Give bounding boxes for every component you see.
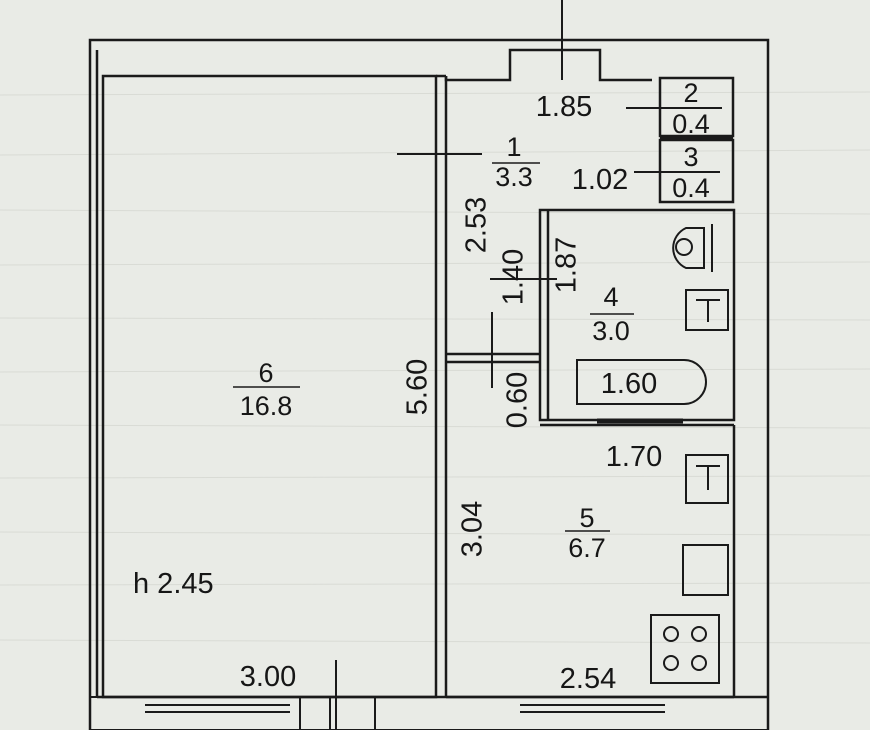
room-number: 5 bbox=[579, 503, 594, 533]
toilet-icon bbox=[672, 224, 713, 272]
bathtub-icon bbox=[576, 359, 707, 405]
ceiling-height-label: h 2.45 bbox=[133, 568, 214, 600]
room-area: 3.0 bbox=[592, 316, 630, 346]
dim-hall-width: 1.85 bbox=[536, 91, 592, 123]
dim-kitchen-length: 3.04 bbox=[457, 501, 489, 557]
sink-icon bbox=[685, 454, 729, 504]
room-area: 16.8 bbox=[240, 391, 293, 421]
room-area: 0.4 bbox=[672, 173, 710, 203]
dimension-labels: 1.85 1.02 2.53 1.87 1.40 0.60 5.60 1.60 … bbox=[133, 91, 662, 695]
dim-hall-lower: 1.40 bbox=[498, 249, 530, 305]
dim-kitchen-width-top: 1.70 bbox=[606, 441, 662, 473]
room-number: 3 bbox=[683, 142, 698, 172]
room-area: 3.3 bbox=[495, 162, 533, 192]
fixtures bbox=[576, 224, 729, 684]
dim-room-width: 3.00 bbox=[240, 661, 296, 693]
dim-tub-length: 1.60 bbox=[601, 368, 657, 400]
room-area: 0.4 bbox=[672, 109, 710, 139]
windows bbox=[89, 696, 769, 730]
stove-icon bbox=[650, 614, 720, 684]
dim-corridor-gap: 0.60 bbox=[502, 372, 534, 428]
room-number: 2 bbox=[683, 78, 698, 108]
washbasin-icon bbox=[685, 289, 729, 331]
room-area: 6.7 bbox=[568, 533, 606, 563]
dim-hall-length: 2.53 bbox=[461, 197, 493, 253]
room-number: 1 bbox=[506, 132, 521, 162]
room-number: 6 bbox=[258, 358, 273, 388]
room-labels: 1 3.3 2 0.4 3 0.4 4 3.0 5 6.7 6 16.8 bbox=[233, 78, 710, 563]
dim-bath-length: 1.87 bbox=[551, 237, 583, 293]
dim-closet-width: 1.02 bbox=[572, 164, 628, 196]
counter-icon bbox=[682, 544, 729, 596]
dimension-lines bbox=[335, 0, 722, 730]
room-number: 4 bbox=[603, 282, 618, 312]
dim-total-length: 5.60 bbox=[402, 359, 434, 415]
dim-kitchen-width: 2.54 bbox=[560, 663, 616, 695]
